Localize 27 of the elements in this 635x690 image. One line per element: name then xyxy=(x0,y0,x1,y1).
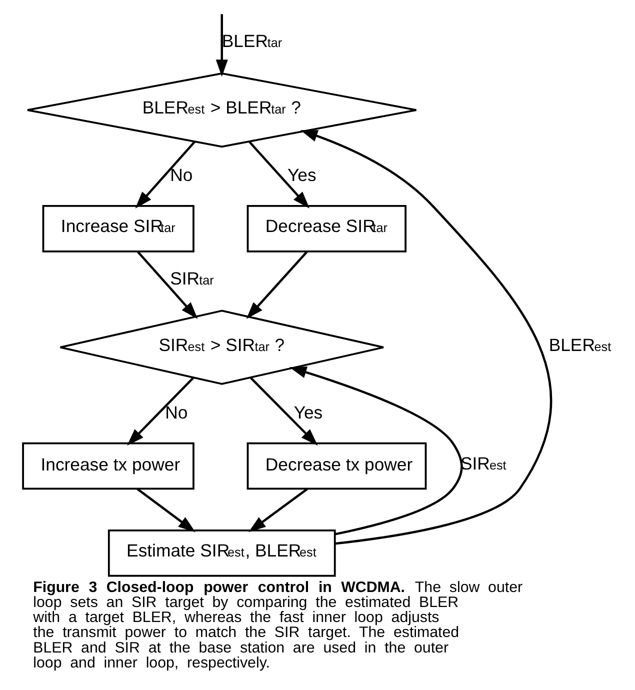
arrow xyxy=(248,488,308,532)
edge-label: SIRest xyxy=(460,453,506,474)
arrow xyxy=(135,141,196,208)
arrow xyxy=(127,377,194,446)
caption: Figure 3 Closed-loop power control in WCDMA. The slow outer loop sets an SIR target by comparing the estimated BLER with a target BLER, whereas the fast inner loop adjusts the transmit power to match the SIR target. The estimated BLER and SIR at the base station are used in the outer loop and inner loop, respectively. xyxy=(33,578,523,672)
edge-label: No xyxy=(165,402,188,422)
node-box: Increase SIRtar xyxy=(42,205,194,252)
arrow xyxy=(300,130,552,545)
arrow xyxy=(250,377,318,446)
arrow xyxy=(216,14,228,77)
arrow xyxy=(289,366,463,536)
node-box: Estimate SIRest, BLERest xyxy=(108,529,336,577)
node-diamond: BLERest > BLERtar ? xyxy=(26,72,418,148)
edge-label: SIRtar xyxy=(170,268,214,288)
edge-label: BLERest xyxy=(548,334,612,355)
arrow xyxy=(136,251,198,319)
node-box: Increase tx power xyxy=(22,442,194,490)
arrow xyxy=(246,251,308,319)
node-box: Decrease SIRtar xyxy=(246,205,406,252)
arrow xyxy=(136,488,196,532)
edge-label: Yes xyxy=(294,402,323,422)
edge-label: No xyxy=(170,164,193,185)
arrow xyxy=(248,141,310,208)
node-box: Decrease tx power xyxy=(246,442,427,490)
node-diamond: SIRest > SIRtar ? xyxy=(59,310,384,385)
edge-label: Yes xyxy=(288,164,316,185)
edge-label: BLERtar xyxy=(222,31,282,52)
